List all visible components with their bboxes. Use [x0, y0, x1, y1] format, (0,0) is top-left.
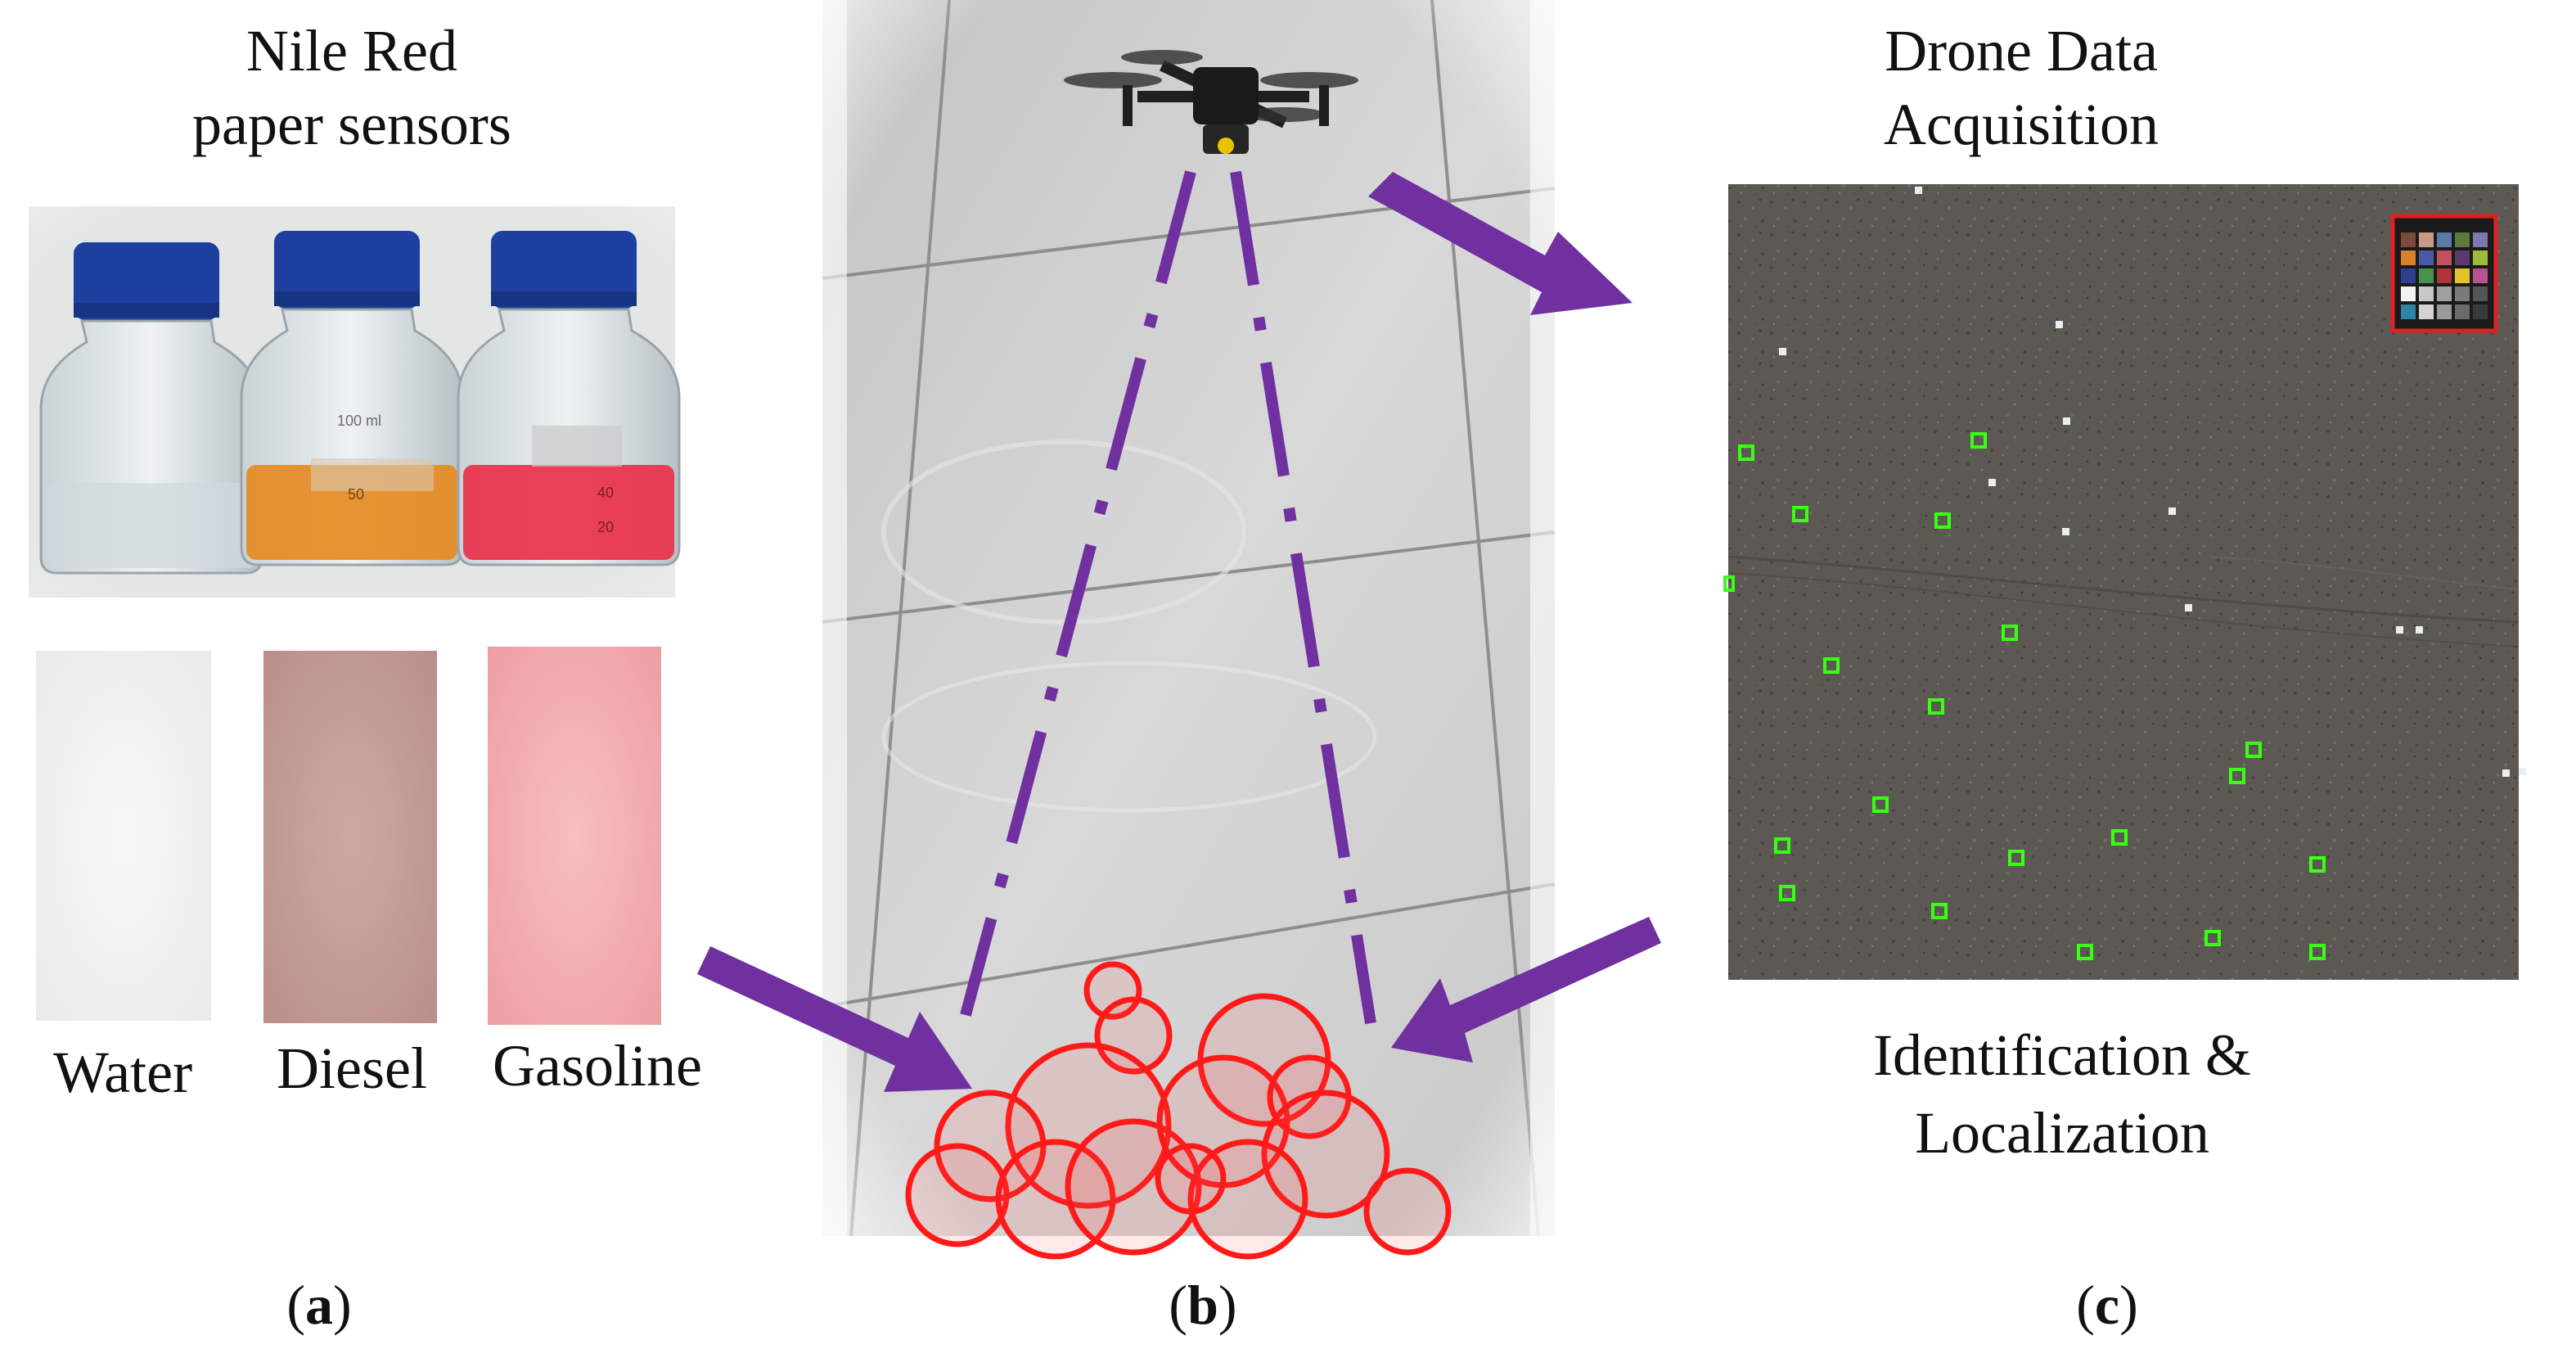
- gasoline-label: Gasoline: [493, 1033, 702, 1099]
- red-circles-cluster: [905, 961, 1452, 1260]
- white-markers: [1779, 187, 2526, 777]
- panel-c-title-line1: Drone Data: [1885, 18, 2158, 83]
- gasoline-bottle: 40 20: [457, 231, 681, 566]
- panel-c-caption-line1: Identification &: [1873, 1022, 2251, 1088]
- panel-c-caption-line2: Localization: [1915, 1100, 2209, 1166]
- arrow-from-sensors: [697, 946, 972, 1092]
- arrows: [697, 172, 1661, 1092]
- water-bottle: [39, 242, 263, 575]
- drone: [1064, 50, 1358, 154]
- gasoline-strip: [488, 647, 661, 1025]
- diesel-bottle: 100 ml 50: [240, 231, 464, 566]
- aerial-image: [1723, 184, 2526, 980]
- panel-b-label: (b): [1169, 1274, 1237, 1336]
- diesel-bottle-mark: 100 ml: [337, 413, 381, 429]
- diesel-bottle-mark-50: 50: [348, 486, 364, 503]
- water-label: Water: [52, 1040, 193, 1105]
- bottles-photo: 100 ml 50 40 20: [29, 206, 681, 598]
- panel-a-title-line1: Nile Red: [246, 18, 457, 83]
- diesel-label: Diesel: [277, 1035, 427, 1101]
- arrow-to-acquisition: [1368, 172, 1633, 315]
- panel-c-letter: c: [2094, 1274, 2120, 1336]
- color-checker: [2390, 214, 2498, 333]
- diesel-strip: [263, 651, 437, 1023]
- panel-c-title-line2: Acquisition: [1884, 92, 2159, 157]
- panel-a-letter: a: [305, 1274, 333, 1336]
- panel-b-letter: b: [1187, 1274, 1218, 1336]
- gasoline-bottle-mark-40: 40: [597, 485, 614, 501]
- gasoline-bottle-mark-20: 20: [597, 519, 614, 535]
- arrow-from-identification: [1391, 917, 1661, 1062]
- panel-c-label: (c): [2076, 1274, 2138, 1336]
- panel-a-title-line2: paper sensors: [192, 92, 511, 157]
- detection-boxes: [1723, 432, 2326, 960]
- water-strip: [36, 651, 211, 1021]
- panel-a-label: (a): [286, 1274, 352, 1336]
- beam-lines: [960, 170, 1376, 1025]
